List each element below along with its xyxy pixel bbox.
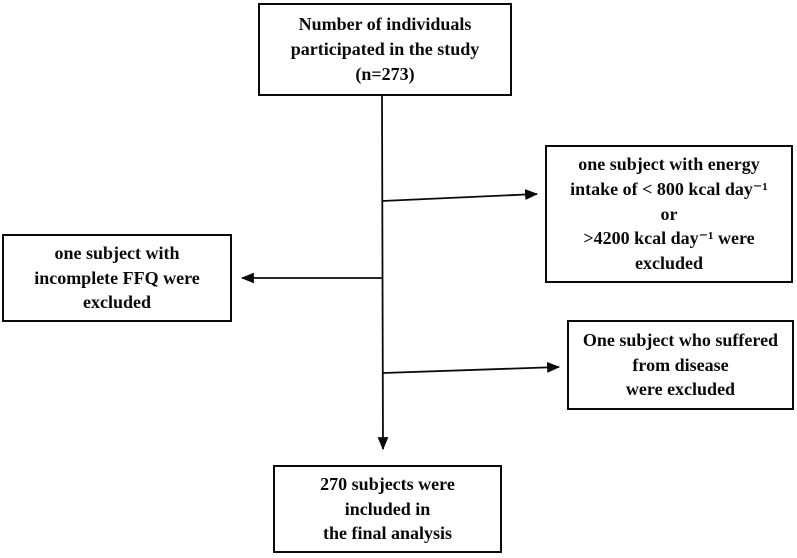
node-text-line: the final analysis — [322, 523, 453, 544]
node-ffq-exclusion: one subject with incomplete FFQ were exc… — [2, 234, 232, 322]
node-text-line: were excluded — [625, 379, 736, 400]
node-text-line: participated in the study — [290, 39, 480, 60]
node-text-line: or — [660, 203, 678, 224]
arrow-to-disease-exclusion — [382, 361, 561, 374]
node-text-line: Number of individuals — [298, 14, 472, 35]
node-disease-exclusion: One subject who suffered from disease we… — [567, 320, 794, 410]
node-text-line: from disease — [632, 354, 729, 375]
arrow-spine-down — [377, 95, 389, 451]
node-text-line: intake of < 800 kcal day⁻¹ — [570, 178, 768, 199]
node-text-line: >4200 kcal day⁻¹ were — [583, 228, 755, 249]
node-text-line: one subject with — [54, 242, 180, 263]
node-participants: Number of individuals participated in th… — [258, 3, 512, 96]
node-text-line: one subject with energy — [578, 153, 760, 174]
node-text-line: One subject who suffered — [582, 329, 779, 350]
node-text-line: 270 subjects were — [320, 473, 455, 494]
arrow-to-energy-exclusion — [381, 189, 539, 202]
node-energy-exclusion: one subject with energy intake of < 800 … — [545, 145, 793, 283]
node-text-line: excluded — [82, 292, 151, 313]
node-text-line: included in — [344, 498, 431, 519]
node-final-analysis: 270 subjects were included in the final … — [273, 465, 502, 553]
node-text-line: incomplete FFQ were — [34, 267, 200, 288]
node-text-line: (n=273) — [355, 63, 415, 84]
node-text-line: excluded — [634, 253, 703, 274]
